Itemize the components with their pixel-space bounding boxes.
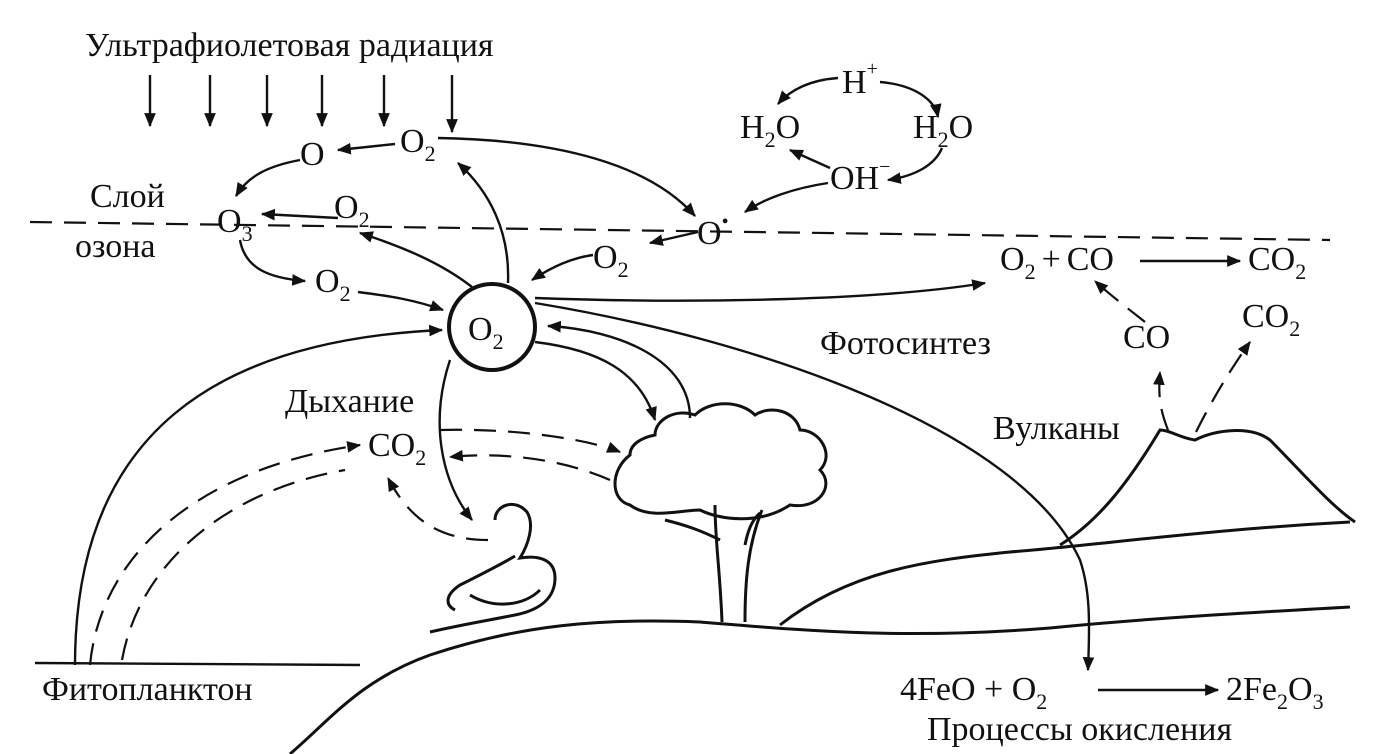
- central-o2: O2: [468, 311, 504, 354]
- main-arrows: [73, 255, 1242, 696]
- water-cycle-arrows: [744, 76, 944, 213]
- ozone-cycle-arrows: [234, 136, 699, 312]
- phytoplankton-label: Фитопланктон: [42, 671, 253, 708]
- co2-top-right: CO2: [1248, 241, 1306, 284]
- o2-near-radical: O2: [593, 239, 629, 282]
- oxidation-product: 2Fe2O3: [1226, 671, 1324, 714]
- o2-upper: O2: [400, 123, 436, 166]
- h2o-right: H2O: [913, 109, 973, 152]
- respiration-label: Дыхание: [285, 383, 414, 420]
- o2-lower-left: O2: [315, 263, 351, 306]
- co2-volcano: CO2: [1242, 298, 1300, 341]
- uv-radiation-label: Ультрафиолетовая радиация: [85, 27, 494, 64]
- oxygen-radical: O•: [697, 211, 729, 252]
- hydroxide-ion: OH−: [830, 156, 890, 197]
- o3-ozone: O3: [217, 203, 253, 246]
- oxidation-processes-label: Процессы окисления: [927, 711, 1232, 748]
- oxidation-reactants: 4FeO + O2: [900, 671, 1047, 714]
- co2-dashed-arrows: [88, 280, 1251, 666]
- h-plus-ion: H+: [842, 58, 878, 101]
- person-icon: [429, 502, 557, 634]
- uv-arrows: [144, 75, 458, 134]
- o2-mid: O2: [334, 189, 370, 232]
- volcanoes-label: Вулканы: [993, 410, 1120, 447]
- tree-icon: [613, 402, 828, 623]
- ozone-layer-label-2: озона: [75, 228, 156, 265]
- landscape: [34, 428, 1356, 754]
- ozone-layer-label-1: Слой: [90, 178, 165, 215]
- o2-plus-co: O2+CO: [1000, 241, 1114, 284]
- photosynthesis-label: Фотосинтез: [820, 325, 991, 362]
- h2o-left: H2O: [740, 109, 800, 152]
- central-o2-circle: [447, 282, 537, 372]
- atomic-oxygen-upper: O: [300, 136, 325, 173]
- co-volcano: CO: [1123, 319, 1170, 356]
- co2-respiration: CO2: [368, 427, 426, 470]
- ozone-layer-boundary: [29, 220, 1331, 242]
